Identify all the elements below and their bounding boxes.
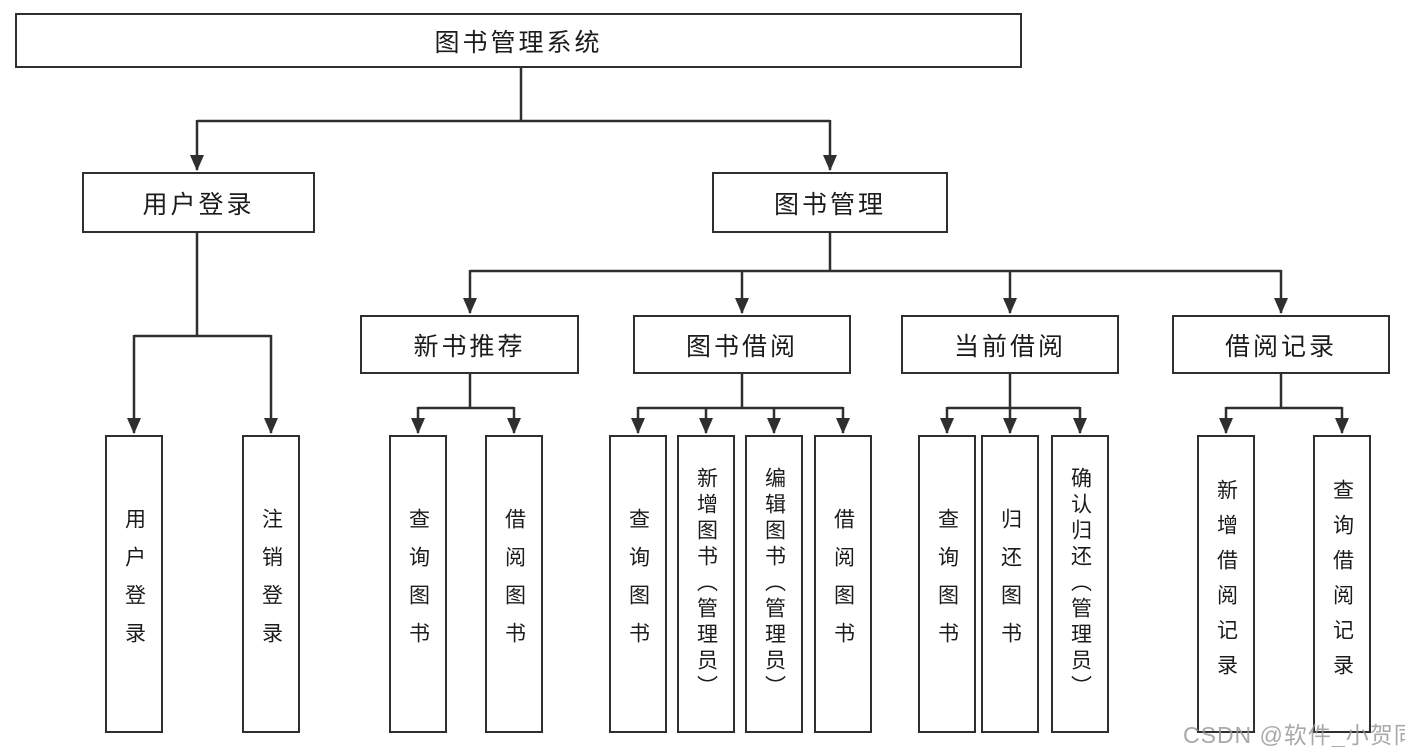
leaf-label: 用户登录 [122, 508, 146, 660]
node-confirm-return-admin: 确认归还（管理员） [1051, 435, 1109, 733]
csdn-watermark: CSDN @软件_小贺同学 [1183, 722, 1405, 747]
leaf-label: 查询图书 [935, 508, 959, 660]
node-search-books-recommend: 查询图书 [389, 435, 447, 733]
leaf-label: 新增图书（管理员） [694, 467, 718, 701]
leaf-label: 查询借阅记录 [1330, 479, 1354, 689]
leaf-label: 归还图书 [998, 508, 1022, 660]
leaf-label: 编辑图书（管理员） [762, 467, 786, 701]
connector-root [190, 68, 837, 171]
node-search-books-current: 查询图书 [918, 435, 976, 733]
node-add-books-admin: 新增图书（管理员） [677, 435, 735, 733]
node-user-login-action: 用户登录 [105, 435, 163, 733]
node-add-borrow-record: 新增借阅记录 [1197, 435, 1255, 733]
node-current-borrowing: 当前借阅 [901, 315, 1119, 374]
connector-user-login [127, 233, 278, 434]
node-borrow-records: 借阅记录 [1172, 315, 1390, 374]
connector-borrow-records [1219, 374, 1349, 434]
connector-book-borrowing [631, 374, 850, 434]
leaf-label: 查询图书 [406, 508, 430, 660]
node-book-management: 图书管理 [712, 172, 948, 233]
connector-book-management [463, 233, 1288, 314]
node-book-borrowing: 图书借阅 [633, 315, 851, 374]
connector-new-book-recommend [411, 374, 521, 434]
leaf-label: 借阅图书 [502, 508, 526, 660]
node-new-book-recommend: 新书推荐 [360, 315, 579, 374]
leaf-label: 借阅图书 [831, 508, 855, 660]
connector-current-borrowing [940, 374, 1087, 434]
node-user-login: 用户登录 [82, 172, 315, 233]
node-library-management-system: 图书管理系统 [15, 13, 1022, 68]
leaf-label: 注销登录 [259, 508, 283, 660]
node-search-borrow-record: 查询借阅记录 [1313, 435, 1371, 733]
leaf-label: 新增借阅记录 [1214, 479, 1238, 689]
node-return-books: 归还图书 [981, 435, 1039, 733]
node-logout-action: 注销登录 [242, 435, 300, 733]
node-search-books-borrowing: 查询图书 [609, 435, 667, 733]
node-borrow-books-recommend: 借阅图书 [485, 435, 543, 733]
leaf-label: 查询图书 [626, 508, 650, 660]
node-edit-books-admin: 编辑图书（管理员） [745, 435, 803, 733]
node-borrow-books: 借阅图书 [814, 435, 872, 733]
leaf-label: 确认归还（管理员） [1068, 467, 1092, 701]
